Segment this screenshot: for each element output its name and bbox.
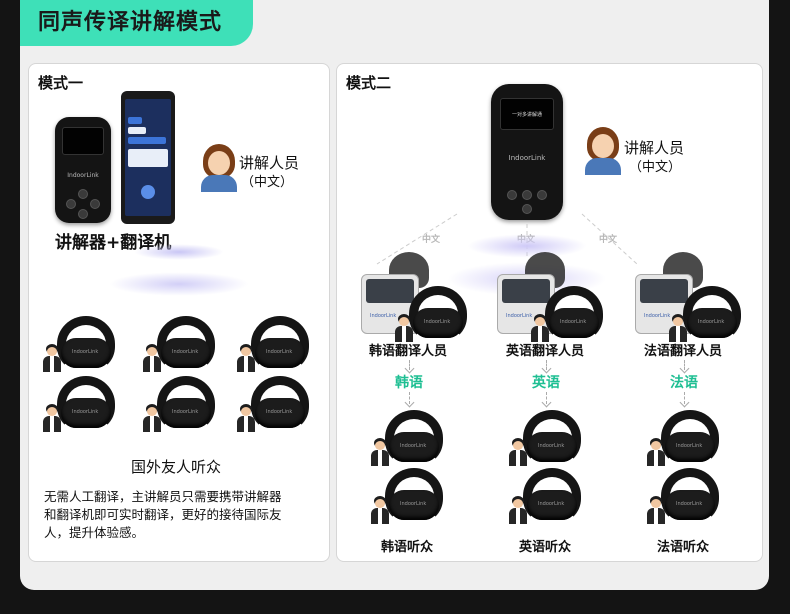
- earphone-brand: IndoorLink: [172, 349, 199, 355]
- earphone-brand: IndoorLink: [538, 501, 565, 507]
- earphone-brand: IndoorLink: [266, 349, 293, 355]
- speaker-language: （中文）: [241, 175, 294, 190]
- earphone-brand: IndoorLink: [400, 443, 427, 449]
- earphone-image: IndoorLink: [371, 468, 445, 528]
- description-line: 人，提升体验感。: [44, 525, 145, 540]
- language-label-english: 英语: [532, 375, 560, 391]
- translator-device-image: IndoorLink: [361, 252, 481, 342]
- earphone-image: IndoorLink: [43, 376, 117, 436]
- earphone-image: IndoorLink: [669, 286, 743, 346]
- earphone-brand: IndoorLink: [266, 409, 293, 415]
- earphone-image: IndoorLink: [509, 410, 583, 470]
- earphone-image: IndoorLink: [647, 468, 721, 528]
- guide-device-image: IndoorLink: [55, 117, 111, 223]
- earphone-brand: IndoorLink: [560, 319, 587, 325]
- mode1-panel: 模式一 IndoorLink 讲解器+翻译机: [28, 63, 330, 562]
- earphone-image: IndoorLink: [43, 316, 117, 376]
- audience-label-french: 法语听众: [657, 540, 710, 555]
- device-screen-text: 一对多讲解通: [511, 112, 542, 118]
- content-card: 同声传译讲解模式 模式一 IndoorLink 讲解器+翻译机: [20, 0, 769, 590]
- mode1-label: 模式一: [38, 74, 84, 92]
- translator-label-english: 英语翻译人员: [506, 344, 585, 359]
- speaker-role: 讲解人员: [624, 139, 685, 157]
- speaker-language: （中文）: [629, 160, 682, 175]
- description-line: 无需人工翻译，主讲解员只需要携带讲解器: [44, 489, 282, 504]
- translator-device-image: IndoorLink: [635, 252, 755, 342]
- description-line: 和翻译机即可实时翻译，更好的接待国际友: [44, 507, 282, 522]
- earphone-image: IndoorLink: [237, 316, 311, 376]
- source-language-tag: 中文: [599, 235, 618, 245]
- signal-wave: [467, 234, 587, 258]
- earphone-brand: IndoorLink: [72, 409, 99, 415]
- mode2-label: 模式二: [346, 74, 392, 92]
- audience-label-english: 英语听众: [519, 540, 572, 555]
- earphone-image: IndoorLink: [143, 316, 217, 376]
- translator-brand: IndoorLink: [644, 313, 671, 319]
- earphone-image: IndoorLink: [647, 410, 721, 470]
- earphone-brand: IndoorLink: [698, 319, 725, 325]
- guide-device-image: 一对多讲解通 IndoorLink: [491, 84, 563, 220]
- speaker-role: 讲解人员: [239, 154, 300, 172]
- earphone-brand: IndoorLink: [400, 501, 427, 507]
- language-label-korean: 韩语: [395, 375, 423, 391]
- device-brand: IndoorLink: [67, 172, 99, 179]
- signal-wave: [109, 272, 249, 296]
- earphone-brand: IndoorLink: [172, 409, 199, 415]
- mode2-panel: 模式二 一对多讲解通 IndoorLink 讲解人员 （中文） 中文 中文 中文: [336, 63, 763, 562]
- translator-label-korean: 韩语翻译人员: [369, 344, 448, 359]
- earphone-image: IndoorLink: [371, 410, 445, 470]
- earphone-brand: IndoorLink: [72, 349, 99, 355]
- audience-label-korean: 韩语听众: [381, 540, 434, 555]
- language-label-french: 法语: [670, 375, 698, 391]
- speaker-avatar: [199, 144, 239, 192]
- earphone-image: IndoorLink: [531, 286, 605, 346]
- earphone-brand: IndoorLink: [424, 319, 451, 325]
- translator-brand: IndoorLink: [370, 313, 397, 319]
- translator-phone-image: [121, 91, 175, 224]
- page-title: 同声传译讲解模式: [20, 0, 253, 46]
- translator-label-french: 法语翻译人员: [644, 344, 723, 359]
- signal-wave: [134, 244, 224, 260]
- earphone-image: IndoorLink: [509, 468, 583, 528]
- earphone-image: IndoorLink: [395, 286, 469, 346]
- earphone-image: IndoorLink: [237, 376, 311, 436]
- earphone-brand: IndoorLink: [538, 443, 565, 449]
- speaker-avatar: [583, 127, 623, 175]
- translator-brand: IndoorLink: [506, 313, 533, 319]
- device-brand: IndoorLink: [508, 154, 546, 162]
- earphone-image: IndoorLink: [143, 376, 217, 436]
- earphone-brand: IndoorLink: [676, 501, 703, 507]
- earphone-brand: IndoorLink: [676, 443, 703, 449]
- source-language-tag: 中文: [422, 235, 441, 245]
- audience-label: 国外友人听众: [131, 458, 222, 476]
